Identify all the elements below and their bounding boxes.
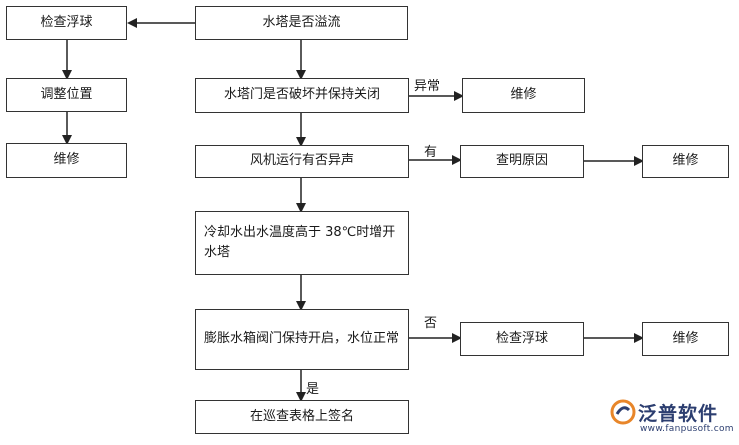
node-check-float-left: 检查浮球 — [6, 6, 127, 40]
node-overflow-check: 水塔是否溢流 — [195, 6, 408, 40]
edge-label-abnormal: 异常 — [414, 79, 441, 94]
node-fan-noise: 风机运行有否异声 — [195, 145, 409, 178]
fanpu-logo-icon — [610, 399, 636, 425]
edge-label-yes-noise: 有 — [424, 145, 438, 160]
node-valve-check: 膨胀水箱阀门保持开启，水位正常 — [195, 309, 409, 370]
node-adjust-position: 调整位置 — [6, 78, 127, 112]
node-repair-fan: 维修 — [642, 145, 729, 178]
node-temp-check: 冷却水出水温度高于 38℃时增开水塔 — [195, 211, 409, 275]
node-check-float-right: 检查浮球 — [460, 322, 584, 356]
edge-label-yes-sign: 是 — [306, 382, 320, 397]
node-find-cause: 查明原因 — [460, 145, 584, 178]
node-repair-left: 维修 — [6, 143, 127, 178]
watermark-brand: 泛普软件 — [638, 403, 719, 425]
node-sign-form: 在巡查表格上签名 — [195, 400, 409, 434]
node-repair-door: 维修 — [462, 78, 585, 113]
watermark-url: www.fanpusoft.com — [640, 424, 734, 434]
watermark: 泛普软件 www.fanpusoft.com — [610, 395, 735, 441]
edge-label-no-valve: 否 — [424, 316, 438, 331]
node-repair-float: 维修 — [642, 322, 729, 356]
node-door-check: 水塔门是否破坏并保持关闭 — [195, 78, 409, 113]
